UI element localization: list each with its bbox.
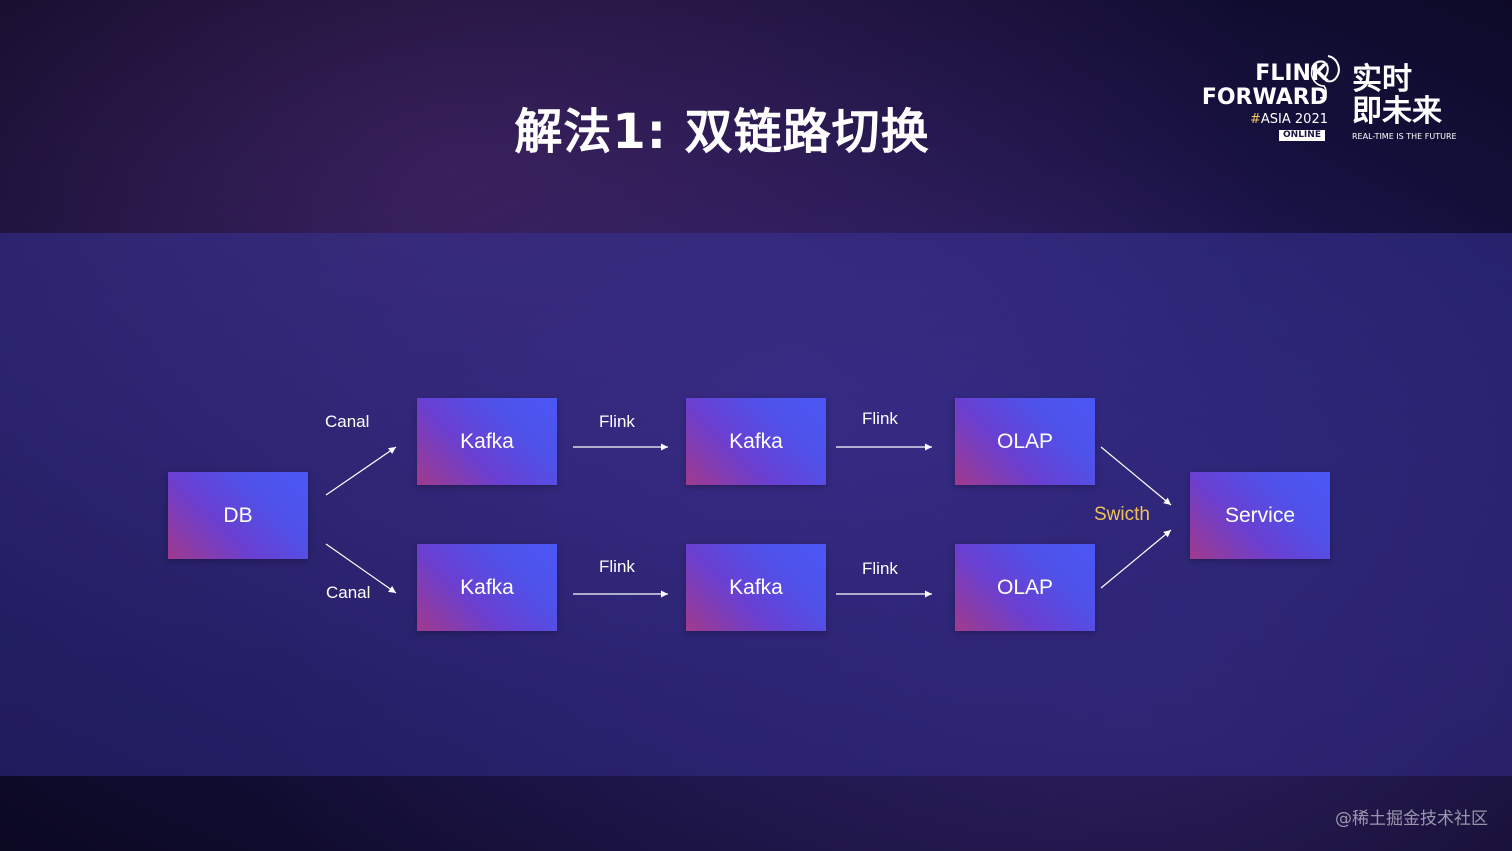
edge-label-canal-bottom: Canal <box>326 583 371 602</box>
logo-realtime-cn: 实时 即未来 <box>1352 64 1442 128</box>
flink-forward-logo: FLINK FORWARD #ASIA 2021 ONLINE 实时 即未来 R… <box>1196 52 1457 148</box>
edge-label-flink-bottom-1: Flink <box>599 557 635 576</box>
edge-db-kafka-top <box>325 446 397 496</box>
edge-label-switch: Swicth <box>1094 504 1150 525</box>
slide-title: 解法1: 双链路切换 <box>514 104 930 160</box>
logo-realtime-en: REAL-TIME IS THE FUTURE <box>1352 132 1457 141</box>
node-olap-bottom: OLAP <box>955 544 1095 631</box>
logo-line-flink: FLINK <box>1255 61 1328 86</box>
edge-label-canal-top: Canal <box>325 412 370 431</box>
node-olap-top: OLAP <box>955 398 1095 485</box>
edge-db-kafka-bottom <box>325 543 397 594</box>
node-kafka-bottom-2: Kafka <box>686 544 826 631</box>
logo-wordmark: FLINK FORWARD <box>1196 62 1328 110</box>
watermark: @稀土掘金技术社区 <box>1335 809 1488 829</box>
edge-olap-top-service <box>1100 446 1172 506</box>
logo-online-badge: ONLINE <box>1279 130 1325 141</box>
logo-realtime-cn-line1: 实时 <box>1352 62 1412 97</box>
edge-label-flink-top-1: Flink <box>599 412 635 431</box>
node-db: DB <box>168 472 308 559</box>
logo-line-forward: FORWARD <box>1201 85 1328 110</box>
logo-asia-2021: #ASIA 2021 <box>1196 112 1328 127</box>
logo-asia-text: ASIA 2021 <box>1260 112 1328 127</box>
node-kafka-top-1: Kafka <box>417 398 557 485</box>
logo-realtime-cn-line2: 即未来 <box>1352 94 1442 129</box>
edge-olap-bottom-service <box>1100 529 1172 589</box>
logo-hash: # <box>1250 112 1261 127</box>
node-service: Service <box>1190 472 1330 559</box>
squirrel-icon <box>1310 55 1340 99</box>
node-kafka-top-2: Kafka <box>686 398 826 485</box>
node-kafka-bottom-1: Kafka <box>417 544 557 631</box>
edge-label-flink-bottom-2: Flink <box>862 559 898 578</box>
edge-label-flink-top-2: Flink <box>862 409 898 428</box>
